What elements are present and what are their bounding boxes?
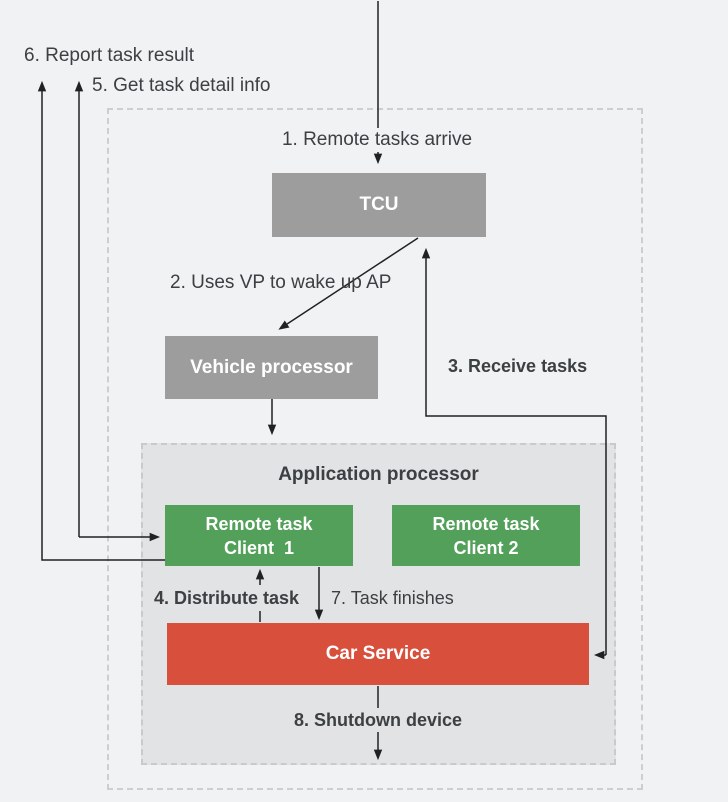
step-3-label: 3. Receive tasks [448,356,588,376]
step-7-label: 7. Task finishes [331,588,454,608]
tcu-node: TCU [272,173,486,237]
step-4-label: 4. Distribute task [151,585,303,611]
step-8-label: 8. Shutdown device [283,708,473,732]
car-service-node: Car Service [167,623,589,685]
remote-task-client-2-node: Remote task Client 2 [392,505,580,566]
step-5-label: 5. Get task detail info [92,75,271,96]
step-6-label: 6. Report task result [24,45,195,66]
step-2-label: 2. Uses VP to wake up AP [170,272,392,293]
step-1-label: 1. Remote tasks arrive [278,128,476,152]
application-processor-title: Application processor [278,464,479,485]
remote-task-client-1-node: Remote task Client 1 [165,505,353,566]
vehicle-processor-node: Vehicle processor [165,336,378,399]
